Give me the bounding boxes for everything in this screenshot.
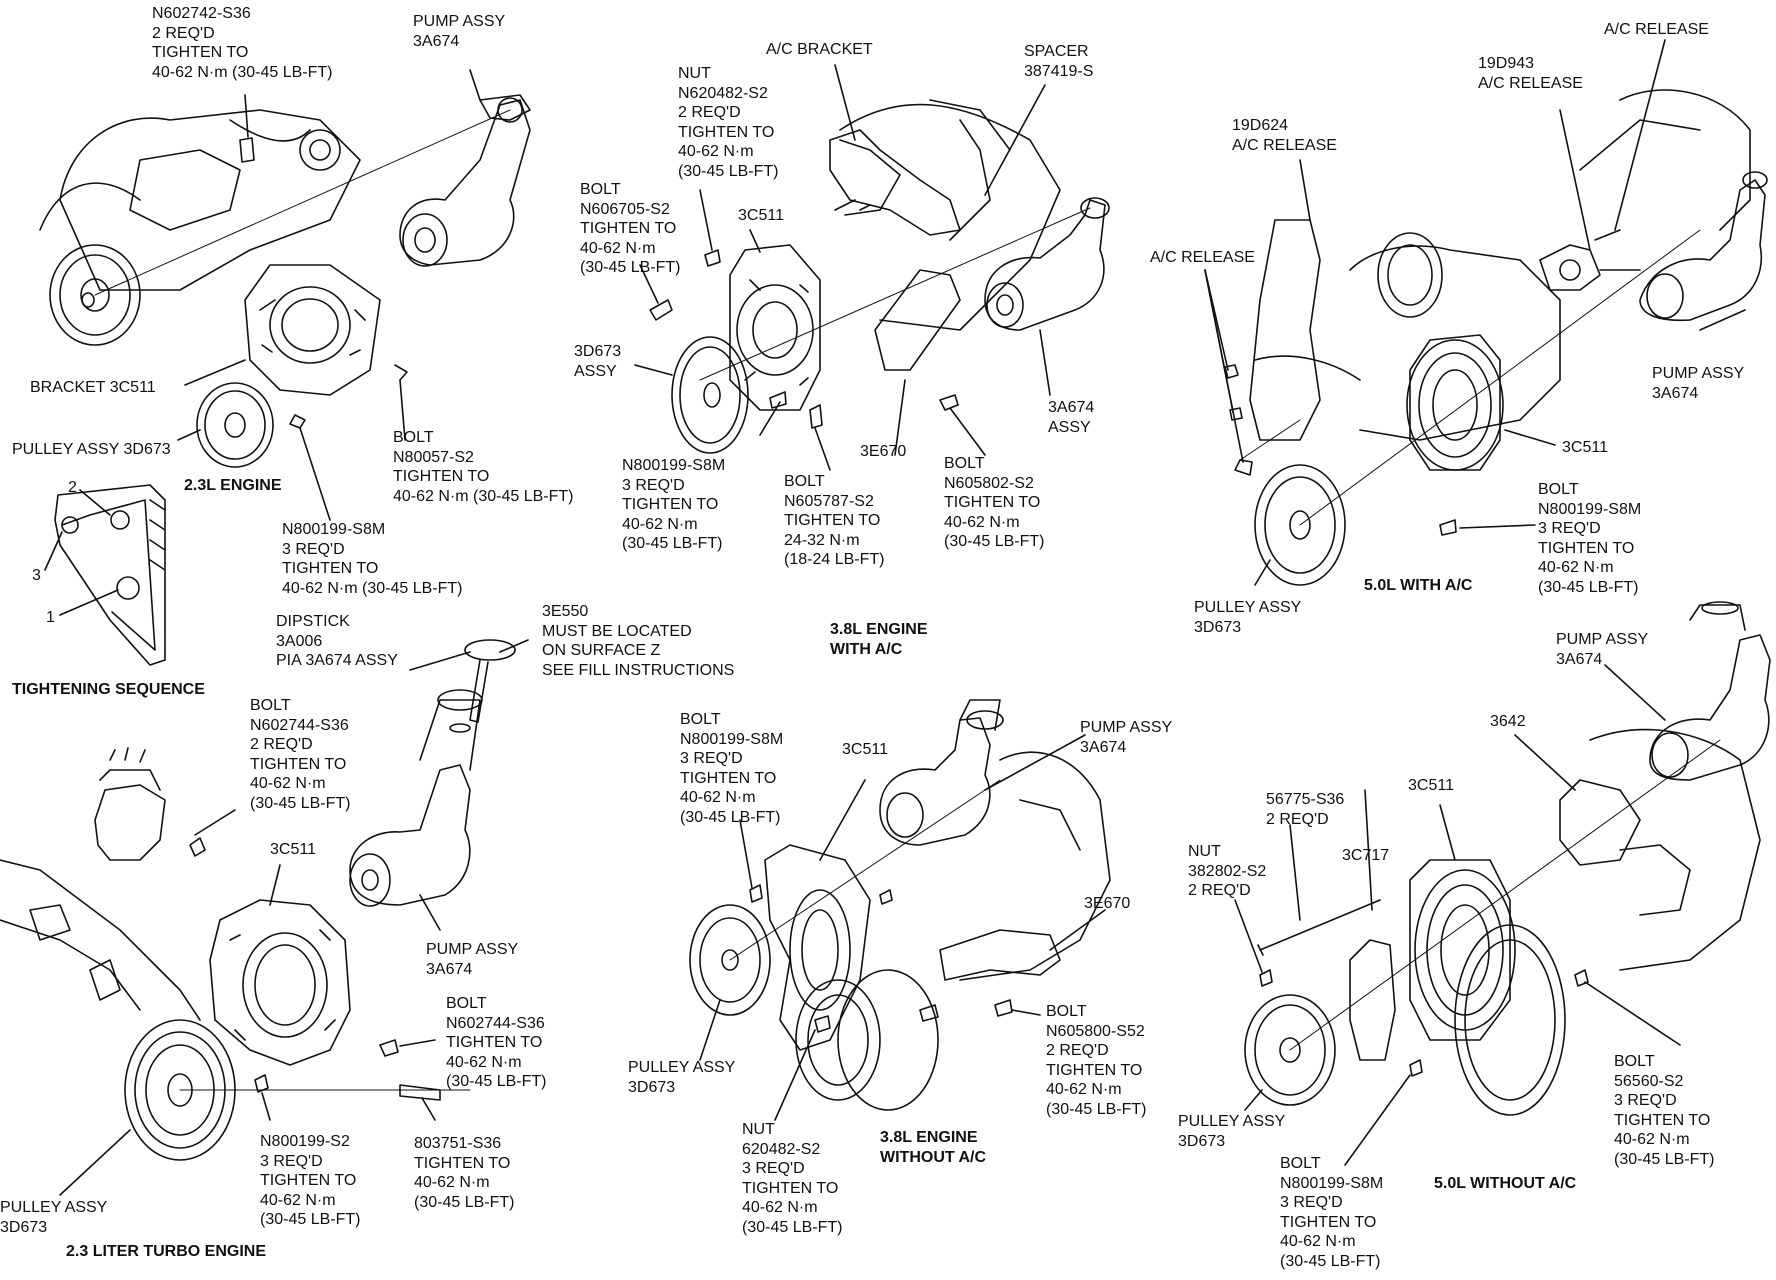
- title-23-turbo: 2.3 LITER TURBO ENGINE: [66, 1243, 267, 1260]
- label-50l-release-left: A/C RELEASE: [1150, 249, 1255, 266]
- engine-38l-noac-drawing: [690, 700, 1110, 1120]
- title-tightening-sequence: TIGHTENING SEQUENCE: [12, 681, 205, 698]
- label-23l-pulley: PULLEY ASSY 3D673: [12, 441, 171, 458]
- label-38l-noac-3e670: 3E670: [1084, 895, 1131, 912]
- engine-23l-drawing: [40, 70, 530, 520]
- tightening-sequence-drawing: [45, 485, 165, 665]
- label-50l-noac-3c717: 3C717: [1342, 847, 1390, 864]
- title-50l-without-ac: 5.0L WITHOUT A/C: [1434, 1175, 1577, 1192]
- label-38l-noac-3c511: 3C511: [842, 741, 888, 758]
- label-50l-noac-3c511: 3C511: [1408, 777, 1454, 794]
- label-50l-release-top: A/C RELEASE: [1604, 21, 1709, 38]
- label-23l-bracket: BRACKET 3C511: [30, 379, 156, 396]
- label-50l-noac-3642: 3642: [1490, 713, 1526, 730]
- label-38l-3c511: 3C511: [738, 207, 784, 224]
- label-38l-3e670: 3E670: [860, 443, 907, 460]
- label-seq-2: 2: [68, 479, 77, 496]
- title-50l-with-ac: 5.0L WITH A/C: [1364, 577, 1473, 594]
- engine-50l-ac-drawing: [1205, 40, 1767, 585]
- label-turbo-3c511: 3C511: [270, 841, 316, 858]
- engine-38l-ac-drawing: [635, 65, 1109, 470]
- label-seq-3: 3: [32, 567, 41, 584]
- engine-50l-noac-drawing: [1235, 602, 1770, 1165]
- label-50l-3c511: 3C511: [1562, 439, 1608, 456]
- label-38l-ac-bracket: A/C BRACKET: [766, 41, 873, 58]
- label-seq-1: 1: [46, 609, 55, 626]
- engine-23-turbo-drawing: [0, 640, 528, 1195]
- title-23l-engine: 2.3L ENGINE: [184, 477, 282, 494]
